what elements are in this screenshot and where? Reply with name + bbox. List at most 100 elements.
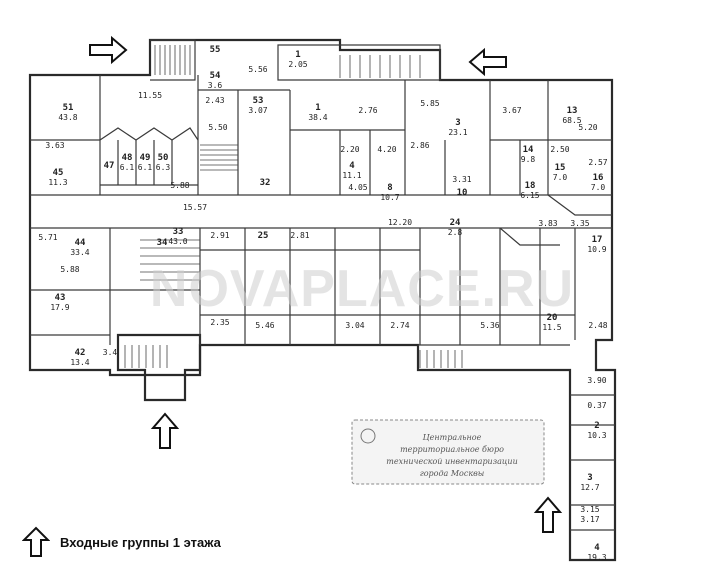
room-number: 3 bbox=[587, 473, 592, 483]
room-number: 13 bbox=[567, 106, 578, 116]
room-area: 3.6 bbox=[208, 81, 223, 90]
outer-walls bbox=[28, 38, 617, 562]
stair-left-cubicles bbox=[140, 239, 200, 281]
stamp-line-2: территориальное бюро bbox=[400, 445, 504, 454]
room-area: 7.0 bbox=[591, 183, 606, 192]
room-area: 11.3 bbox=[48, 178, 67, 187]
room-area: 38.4 bbox=[308, 113, 327, 122]
room-area: 0.37 bbox=[587, 401, 606, 410]
room-number: 4 bbox=[349, 161, 355, 171]
room-area: 43.8 bbox=[58, 113, 77, 122]
room-area: 5.50 bbox=[208, 123, 227, 132]
room-number: 2 bbox=[594, 421, 599, 431]
room-area: 3.31 bbox=[452, 175, 471, 184]
room-area: 2.48 bbox=[588, 321, 607, 330]
room-area: 2.05 bbox=[288, 60, 307, 69]
stair-south-corridor bbox=[419, 350, 463, 368]
room-area: 11.1 bbox=[342, 171, 361, 180]
room-number: 20 bbox=[547, 313, 558, 323]
room-area: 3.90 bbox=[587, 376, 606, 385]
stairs bbox=[124, 45, 463, 368]
room-number: 50 bbox=[158, 153, 169, 163]
room-number: 49 bbox=[140, 153, 151, 163]
room-area: 6.3 bbox=[156, 163, 171, 172]
room-number: 17 bbox=[592, 235, 603, 245]
watermark: NOVAPLACE.RU bbox=[150, 260, 574, 318]
room-area: 10.7 bbox=[380, 193, 399, 202]
room-area: 5.88 bbox=[170, 181, 189, 190]
room-area: 11.55 bbox=[138, 91, 162, 100]
room-area: 12.7 bbox=[580, 483, 599, 492]
room-area: 3.4 bbox=[103, 348, 118, 357]
room-area: 17.9 bbox=[50, 303, 69, 312]
room-area: 68.5 bbox=[562, 116, 581, 125]
room-area: 9.8 bbox=[521, 155, 536, 164]
room-area: 5.46 bbox=[255, 321, 274, 330]
room-area: 2.74 bbox=[390, 321, 409, 330]
room-area: 15.57 bbox=[183, 203, 207, 212]
stamp-line-1: Центральное bbox=[423, 433, 482, 442]
room-number: 25 bbox=[258, 231, 269, 241]
stamp-line-3: технической инвентаризации bbox=[386, 457, 517, 466]
room-number: 14 bbox=[523, 145, 534, 155]
room-number: 55 bbox=[210, 45, 221, 55]
room-area: 10.3 bbox=[587, 431, 606, 440]
room-area: 3.83 bbox=[538, 219, 557, 228]
legend-label: Входные группы 1 этажа bbox=[60, 534, 221, 550]
room-number: 8 bbox=[387, 183, 392, 193]
entrance-arrow-south-west-icon bbox=[150, 412, 180, 449]
room-number: 4 bbox=[594, 543, 600, 553]
room-area: 2.20 bbox=[340, 145, 359, 154]
stair-north-west bbox=[154, 45, 191, 75]
room-number: 1 bbox=[315, 103, 320, 113]
room-area: 2.50 bbox=[550, 145, 569, 154]
room-number: 1 bbox=[295, 50, 300, 60]
room-area: 3.04 bbox=[345, 321, 364, 330]
room-area: 2.35 bbox=[210, 318, 229, 327]
room-area: 2.81 bbox=[290, 231, 309, 240]
room-number: 16 bbox=[593, 173, 604, 183]
room-number: 15 bbox=[555, 163, 566, 173]
stamp-line-4: города Москвы bbox=[420, 469, 485, 478]
room-number: 42 bbox=[75, 348, 86, 358]
entrance-arrow-south-east-icon bbox=[533, 496, 563, 533]
room-number: 53 bbox=[253, 96, 264, 106]
room-area: 33.4 bbox=[70, 248, 89, 257]
legend: Входные группы 1 этажа bbox=[22, 526, 221, 558]
room-area: 3.63 bbox=[45, 141, 64, 150]
stair-central bbox=[200, 144, 238, 171]
room-area: 5.85 bbox=[420, 99, 439, 108]
room-area: 6.1 bbox=[120, 163, 135, 172]
room-number: 10 bbox=[457, 188, 468, 198]
room-area: 5.71 bbox=[38, 233, 57, 242]
entrance-arrow-north-east-icon bbox=[468, 47, 507, 77]
room-number: 33 bbox=[173, 227, 184, 237]
room-number: 32 bbox=[260, 178, 271, 188]
room-area: 2.43 bbox=[205, 96, 224, 105]
interior-walls bbox=[30, 75, 615, 531]
room-area: 3.17 bbox=[580, 515, 599, 524]
room-area: 6.15 bbox=[520, 191, 539, 200]
room-area: 23.1 bbox=[448, 128, 467, 137]
room-area: 19.3 bbox=[587, 553, 606, 562]
room-area: 2.91 bbox=[210, 231, 229, 240]
room-number: 43 bbox=[55, 293, 66, 303]
room-area: 43.0 bbox=[168, 237, 187, 246]
room-number: 54 bbox=[210, 71, 221, 81]
room-number: 3 bbox=[455, 118, 460, 128]
room-area: 12.20 bbox=[388, 218, 412, 227]
room-area: 3.07 bbox=[248, 106, 267, 115]
room-area: 5.20 bbox=[578, 123, 597, 132]
entrance-arrow-north-west-icon bbox=[89, 35, 128, 65]
room-area: 4.05 bbox=[348, 183, 367, 192]
room-number: 51 bbox=[63, 103, 74, 113]
room-area: 2.57 bbox=[588, 158, 607, 167]
room-area: 11.5 bbox=[542, 323, 561, 332]
room-area: 5.88 bbox=[60, 265, 79, 274]
room-number: 48 bbox=[122, 153, 133, 163]
room-area: 7.0 bbox=[553, 173, 568, 182]
room-area: 6.1 bbox=[138, 163, 153, 172]
room-area: 2.76 bbox=[358, 106, 377, 115]
room-number: 45 bbox=[53, 168, 64, 178]
